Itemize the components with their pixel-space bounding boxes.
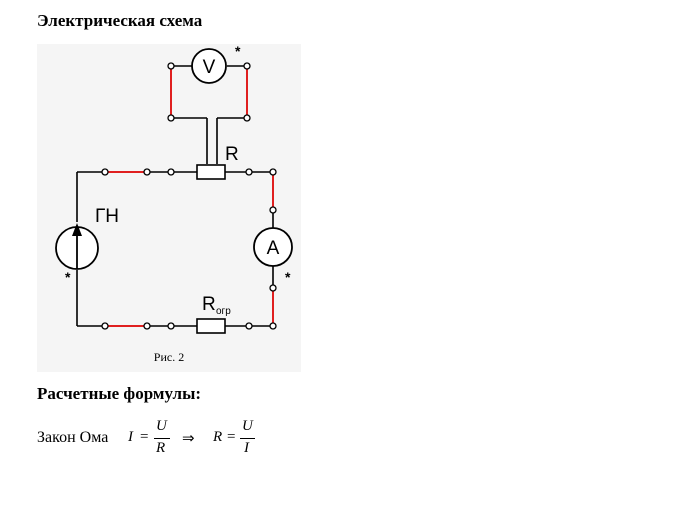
terminal xyxy=(167,114,175,122)
resistor-r-label: R xyxy=(225,144,239,165)
ammeter-icon xyxy=(253,227,293,267)
terminal xyxy=(269,322,277,330)
formula-numerator-2: U xyxy=(242,418,253,434)
formula-lhs-resistance: R xyxy=(213,429,223,445)
terminal xyxy=(143,322,151,330)
terminal xyxy=(101,168,109,176)
voltmeter-icon xyxy=(191,48,227,84)
terminal xyxy=(243,62,251,70)
section-heading-circuit: Электрическая схема xyxy=(37,11,203,30)
terminal xyxy=(143,168,151,176)
formula-denominator-1: R xyxy=(156,440,166,456)
generator-arrow-icon xyxy=(72,223,82,236)
formula-denominator-2: I xyxy=(244,440,249,456)
resistor-limit-label: R xyxy=(202,294,216,315)
voltmeter-label: V xyxy=(203,57,216,78)
resistor-limit-icon xyxy=(196,318,226,334)
terminal xyxy=(245,168,253,176)
terminal xyxy=(245,322,253,330)
circuit-figure: V * R R огр Г xyxy=(37,44,301,372)
circuit-diagram: V * R R огр Г xyxy=(55,44,293,334)
implies-arrow-icon: ⇒ xyxy=(182,429,195,447)
formula-lhs-current: I xyxy=(128,429,133,445)
resistor-r-icon xyxy=(196,164,226,180)
generator-star: * xyxy=(65,269,71,285)
ammeter-star: * xyxy=(285,269,291,285)
terminal xyxy=(167,322,175,330)
figure-caption: Рис. 2 xyxy=(153,350,185,364)
formula-equals-2: = xyxy=(227,429,236,445)
formula-numerator-1: U xyxy=(156,418,167,434)
fraction-bar-2 xyxy=(240,438,255,439)
terminal xyxy=(167,168,175,176)
terminal xyxy=(269,206,277,214)
fraction-bar-1 xyxy=(154,438,170,439)
terminal xyxy=(101,322,109,330)
terminal xyxy=(243,114,251,122)
terminal xyxy=(167,62,175,70)
formula-equals-1: = xyxy=(140,429,149,445)
resistor-limit-subscript: огр xyxy=(216,306,231,317)
formula-label: Закон Ома xyxy=(37,429,109,446)
terminal xyxy=(269,284,277,292)
voltmeter-star: * xyxy=(235,44,241,59)
generator-label: ГН xyxy=(95,206,119,227)
section-heading-formulas: Расчетные формулы: xyxy=(37,384,202,403)
terminal xyxy=(269,168,277,176)
ammeter-label: A xyxy=(267,238,280,259)
